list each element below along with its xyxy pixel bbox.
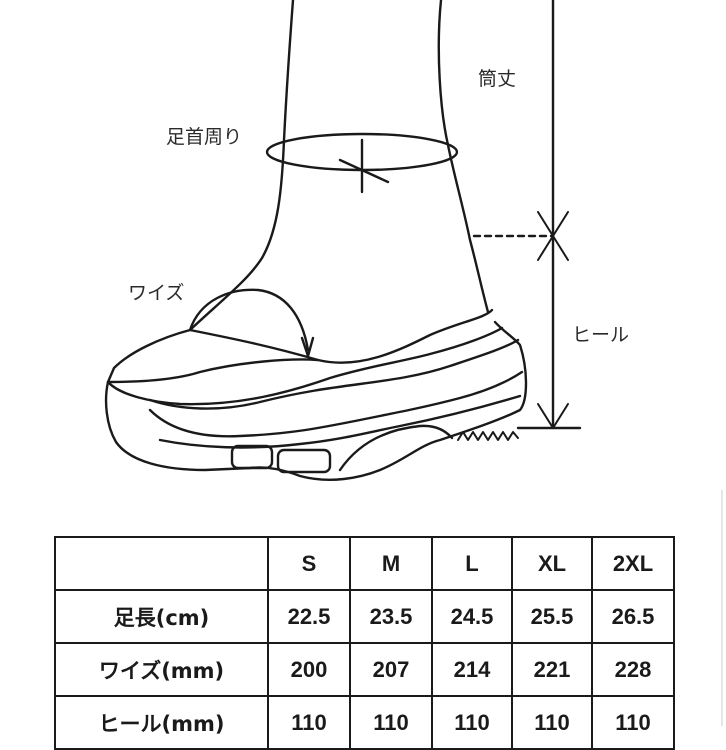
table-cell: 23.5 bbox=[349, 589, 433, 644]
boot-shaft-right-outline bbox=[437, 0, 490, 314]
size-chart-table: S M L XL 2XL 足長(cm) 22.5 23.5 24.5 25.5 … bbox=[54, 536, 675, 750]
upper-layer-1 bbox=[106, 326, 504, 406]
table-cell: 22.5 bbox=[267, 589, 351, 644]
boot-diagram bbox=[104, 0, 582, 481]
table-cell: 110 bbox=[267, 695, 351, 750]
row-label: ヒール(mm) bbox=[54, 695, 269, 750]
width-arc bbox=[188, 288, 310, 352]
table-cell: 25.5 bbox=[511, 589, 593, 644]
table-row-width: ワイズ(mm) 200 207 214 221 228 bbox=[54, 642, 675, 697]
table-row-heel: ヒール(mm) 110 110 110 110 110 bbox=[54, 695, 675, 750]
size-header: M bbox=[349, 536, 433, 591]
table-header-row: S M L XL 2XL bbox=[54, 536, 675, 591]
toe-cap bbox=[106, 328, 320, 384]
row-label: ワイズ(mm) bbox=[54, 642, 269, 697]
upper-layer-2 bbox=[148, 338, 520, 410]
table-cell: 214 bbox=[431, 642, 513, 697]
size-header: L bbox=[431, 536, 513, 591]
size-header: S bbox=[267, 536, 351, 591]
table-cell: 228 bbox=[591, 642, 675, 697]
vamp-line bbox=[188, 308, 494, 364]
sole-block-2 bbox=[276, 448, 332, 474]
heel-gap bbox=[338, 424, 454, 472]
table-cell: 207 bbox=[349, 642, 433, 697]
label-heel: ヒール bbox=[572, 324, 630, 346]
ankle-cross bbox=[338, 138, 390, 194]
row-label: 足長(cm) bbox=[54, 589, 269, 644]
size-header: 2XL bbox=[591, 536, 675, 591]
label-shaft-height: 筒丈 bbox=[478, 68, 517, 90]
sole-block-1 bbox=[230, 444, 274, 470]
sole-tread-line bbox=[158, 394, 522, 449]
table-cell: 221 bbox=[511, 642, 593, 697]
table-cell: 110 bbox=[591, 695, 675, 750]
heel-teeth bbox=[457, 431, 519, 441]
sole-inner-line bbox=[148, 370, 524, 438]
sole-outline bbox=[104, 320, 528, 481]
table-cell: 26.5 bbox=[591, 589, 675, 644]
table-row-foot-length: 足長(cm) 22.5 23.5 24.5 25.5 26.5 bbox=[54, 589, 675, 644]
label-width: ワイズ bbox=[128, 282, 185, 304]
table-cell: 24.5 bbox=[431, 589, 513, 644]
table-cell: 110 bbox=[431, 695, 513, 750]
size-header: XL bbox=[511, 536, 593, 591]
table-cell: 110 bbox=[349, 695, 433, 750]
measure-mid-tick bbox=[537, 211, 569, 261]
table-corner-cell bbox=[54, 536, 269, 591]
boot-shaft-left-outline bbox=[188, 0, 295, 332]
table-cell: 110 bbox=[511, 695, 593, 750]
label-ankle-circumference: 足首周り bbox=[166, 126, 243, 148]
table-cell: 200 bbox=[267, 642, 351, 697]
